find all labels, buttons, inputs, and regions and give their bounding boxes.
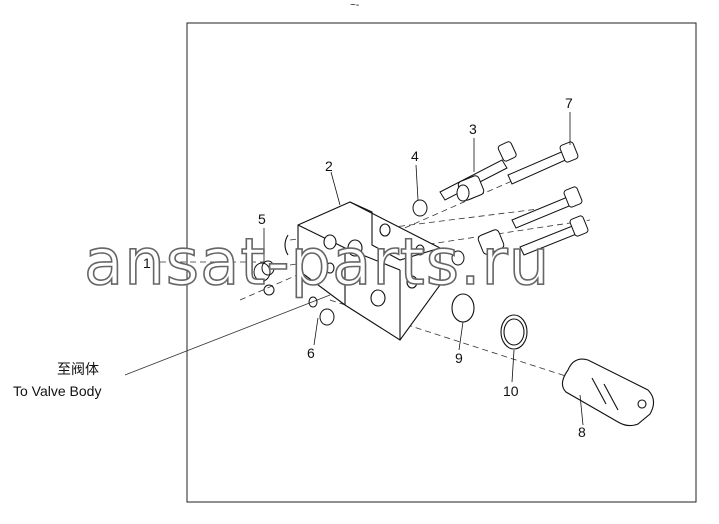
- callout-1: 1: [143, 255, 151, 271]
- part-1-o-ring: [261, 260, 275, 276]
- callout-2: 2: [325, 158, 333, 174]
- callout-10: 10: [503, 383, 519, 399]
- valve-body-leader: [124, 294, 331, 376]
- callout-9: 9: [455, 350, 463, 366]
- part-6-o-ring-small: [308, 296, 318, 308]
- part-8-plug: [561, 358, 655, 427]
- callout-8: 8: [578, 424, 586, 440]
- part-10-backup-ring: [500, 314, 528, 350]
- part-7-bolt-2: [511, 186, 583, 229]
- callout-leaders: [263, 112, 584, 426]
- header-mark: ~-: [350, 0, 360, 11]
- annotation-zh: 至阀体: [57, 361, 99, 377]
- part-7-bolt-3: [519, 215, 589, 256]
- part-7-fitting-2: [451, 229, 505, 266]
- watermark: ansat-parts.ru: [83, 225, 551, 301]
- part-5-o-ring: [253, 262, 271, 282]
- part-2-valve-block: [284, 201, 441, 341]
- callout-3: 3: [469, 121, 477, 137]
- callout-5: 5: [258, 211, 266, 227]
- diagram-frame: [186, 22, 697, 503]
- callout-4: 4: [411, 148, 419, 164]
- part-7-bolt: [507, 141, 579, 185]
- part-6-o-ring: [319, 308, 335, 326]
- annotation-en: To Valve Body: [13, 383, 102, 399]
- part-4-o-ring: [412, 199, 428, 217]
- callout-6: 6: [307, 345, 315, 361]
- callout-7: 7: [565, 95, 573, 111]
- part-3-fitting: [456, 175, 485, 202]
- part-5-o-ring-small: [263, 284, 275, 296]
